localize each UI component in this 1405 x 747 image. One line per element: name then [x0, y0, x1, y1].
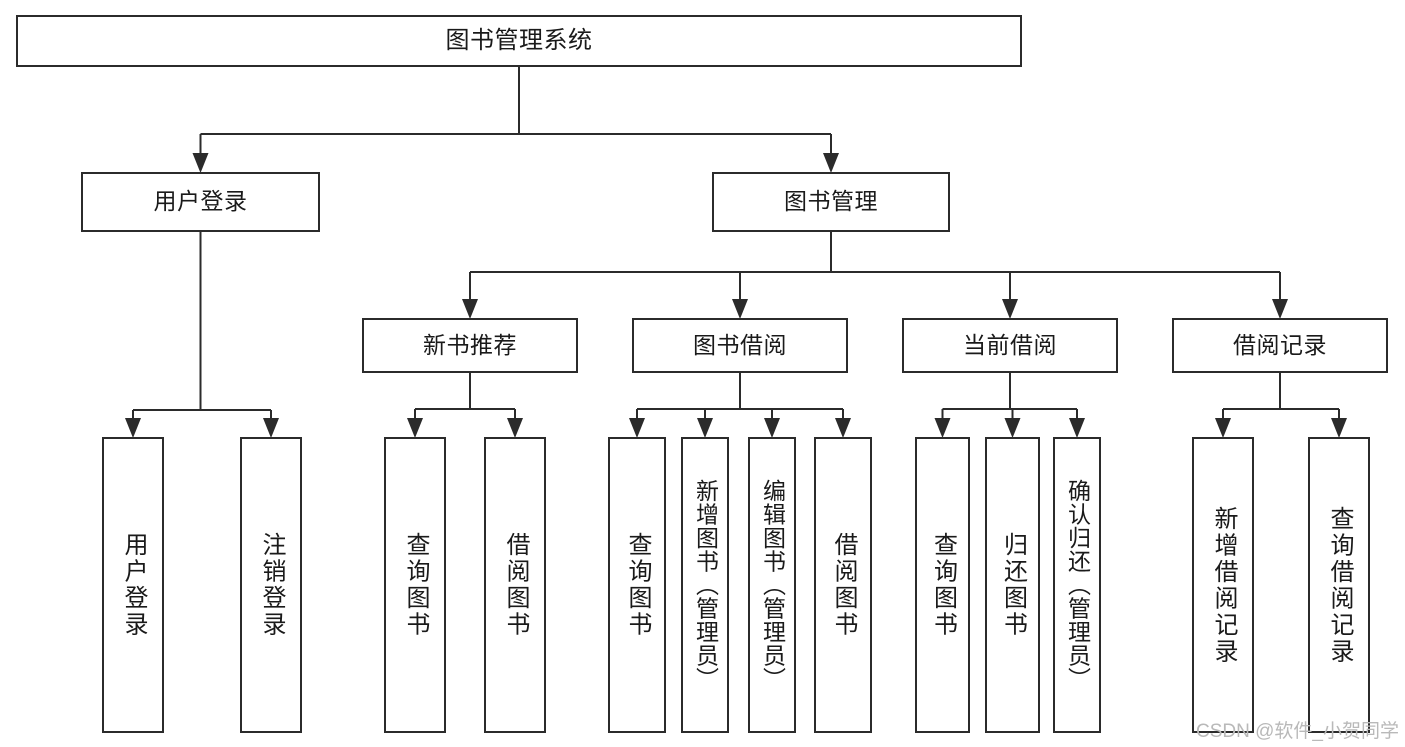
leaf-query-borrowing-record[interactable]: 查询借阅记录 — [1308, 437, 1370, 733]
node-label: 新增借阅记录 — [1210, 505, 1237, 665]
leaf-query-book-current[interactable]: 查询图书 — [915, 437, 970, 733]
csdn-watermark: CSDN @软件_小贺同学 — [1196, 721, 1399, 742]
node-user-login[interactable]: 用户登录 — [81, 172, 320, 232]
node-current-borrowing[interactable]: 当前借阅 — [902, 318, 1118, 373]
leaf-user-login[interactable]: 用户登录 — [102, 437, 164, 733]
node-book-management[interactable]: 图书管理 — [712, 172, 950, 232]
leaf-return-book[interactable]: 归还图书 — [985, 437, 1040, 733]
node-label: 编辑图书（管理员） — [759, 479, 786, 691]
leaf-query-book-recommendation[interactable]: 查询图书 — [384, 437, 446, 733]
node-label: 图书借阅 — [693, 331, 787, 358]
node-label: 借阅图书 — [830, 532, 857, 638]
node-book-borrowing[interactable]: 图书借阅 — [632, 318, 848, 373]
node-label: 查询图书 — [624, 532, 651, 638]
node-label: 查询图书 — [402, 532, 429, 638]
node-borrowing-records[interactable]: 借阅记录 — [1172, 318, 1388, 373]
leaf-borrow-book-recommendation[interactable]: 借阅图书 — [484, 437, 546, 733]
node-label: 用户登录 — [120, 532, 147, 638]
node-label: 查询借阅记录 — [1326, 505, 1353, 665]
node-book-management-system[interactable]: 图书管理系统 — [16, 15, 1022, 67]
node-label: 借阅图书 — [502, 532, 529, 638]
leaf-add-book-admin[interactable]: 新增图书（管理员） — [681, 437, 729, 733]
node-label: 图书管理 — [784, 188, 878, 215]
node-label: 当前借阅 — [963, 331, 1057, 358]
leaf-query-book-borrowing[interactable]: 查询图书 — [608, 437, 666, 733]
node-label: 确认归还（管理员） — [1064, 479, 1091, 691]
node-label: 图书管理系统 — [445, 26, 593, 54]
node-new-book-recommendation[interactable]: 新书推荐 — [362, 318, 578, 373]
leaf-add-borrowing-record[interactable]: 新增借阅记录 — [1192, 437, 1254, 733]
node-label: 用户登录 — [153, 188, 248, 215]
node-label: 查询图书 — [929, 532, 957, 638]
leaf-logout[interactable]: 注销登录 — [240, 437, 302, 733]
node-label: 新增图书（管理员） — [692, 479, 719, 691]
leaf-borrow-book[interactable]: 借阅图书 — [814, 437, 872, 733]
leaf-edit-book-admin[interactable]: 编辑图书（管理员） — [748, 437, 796, 733]
leaf-confirm-return-admin[interactable]: 确认归还（管理员） — [1053, 437, 1101, 733]
node-label: 新书推荐 — [423, 331, 517, 358]
node-label: 借阅记录 — [1233, 331, 1327, 358]
node-label: 归还图书 — [999, 532, 1027, 638]
node-label: 注销登录 — [258, 532, 285, 638]
